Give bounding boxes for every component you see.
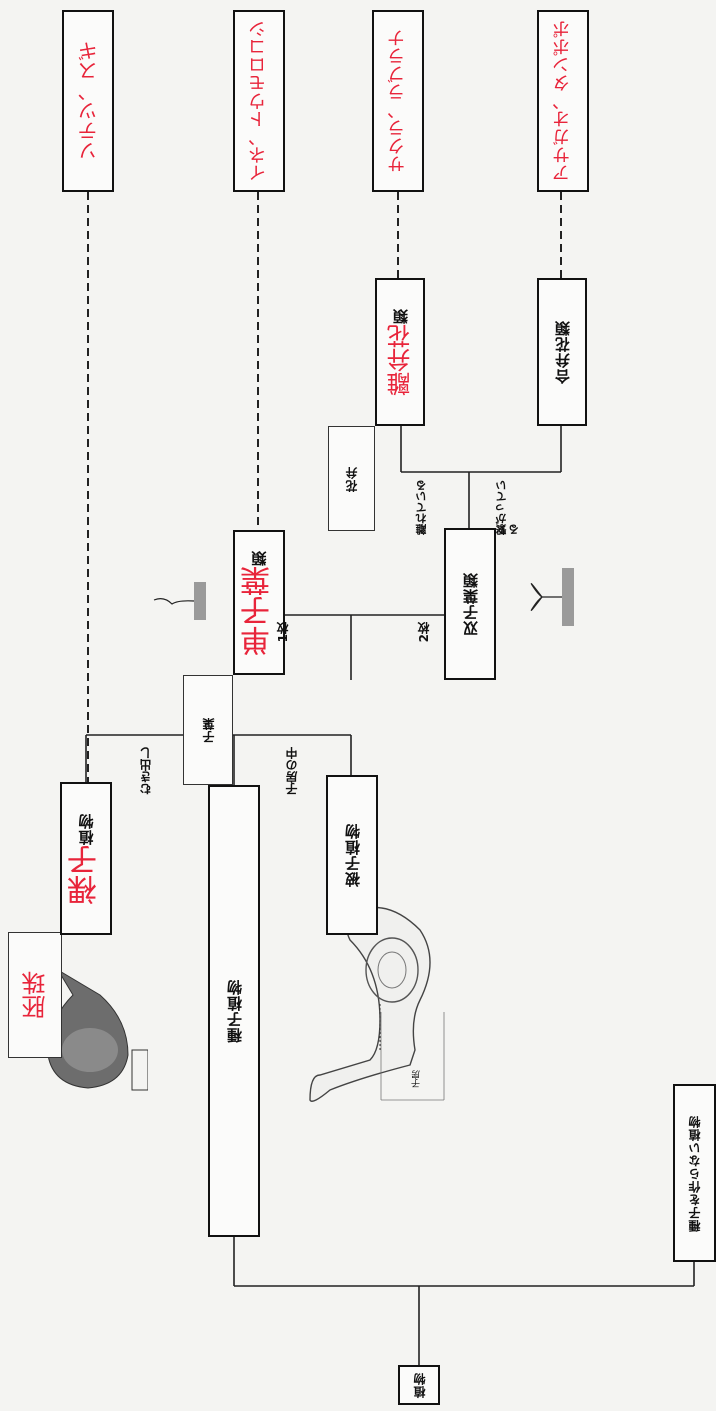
polypetal-box: 離弁花 類 xyxy=(375,278,425,426)
petal-box: 花弁 xyxy=(328,426,375,531)
gymnosperm-answer: 裸子 xyxy=(64,845,108,905)
gymno-examples-box: ソテツ、スギ xyxy=(62,10,114,192)
edge-two: 2枚 xyxy=(418,622,432,642)
edge-separate: 離れている xyxy=(416,480,446,535)
plant-box: 植物 xyxy=(398,1365,440,1405)
gymno-examples: ソテツ、スギ xyxy=(74,41,103,161)
gymnosperm-suffix: 植物 xyxy=(76,813,97,845)
edge-one: 1枚 xyxy=(277,622,291,642)
non-seed-plant-box: 種子を作らない植物 xyxy=(673,1084,716,1262)
polypetal-examples: サクラ、ラブラナ xyxy=(385,29,411,173)
sympetal-examples-box: アサガオ、タンポポ xyxy=(537,10,589,192)
edge-in-ovary: 子房の中 xyxy=(286,740,316,795)
monocot-suffix: 類 xyxy=(249,550,270,566)
angiosperm-label: 被子植物 xyxy=(342,823,363,887)
ovule-answer: 胚珠 xyxy=(18,971,53,1019)
ovule-answer-box: 胚珠 xyxy=(8,932,62,1058)
edge-exposed: むき出し xyxy=(140,740,168,795)
polypetal-answer: 離弁花 xyxy=(383,324,418,396)
monocot-box: 単子葉 類 xyxy=(233,530,285,675)
cotyledon-label: 子葉 xyxy=(200,717,217,743)
ovary-label: 子房 xyxy=(412,1070,422,1088)
monocot-answer: 単子葉 xyxy=(237,566,281,656)
edge-joined: 繋がっている xyxy=(496,480,526,535)
monocot-seedling-illustration xyxy=(150,578,212,622)
cotyledon-box: 子葉 xyxy=(183,675,233,785)
dicot-box: 双子葉類 xyxy=(444,528,496,680)
pistil-illustration: 子房 xyxy=(300,900,460,1130)
seed-plant-box: 種子植物 xyxy=(208,785,260,1237)
dicot-seedling-illustration xyxy=(518,564,582,630)
mono-examples: イネ、トウモロコシ xyxy=(246,20,272,182)
polypetal-suffix: 類 xyxy=(390,308,411,324)
petal-label: 花弁 xyxy=(343,466,360,492)
dicot-label: 双子葉類 xyxy=(460,572,481,636)
angiosperm-box: 被子植物 xyxy=(326,775,378,935)
gymnosperm-box: 裸子 植物 xyxy=(60,782,112,935)
non-seed-plant-label: 種子を作らない植物 xyxy=(686,1115,703,1232)
sympetal-examples: アサガオ、タンポポ xyxy=(550,20,576,182)
seed-plant-label: 種子植物 xyxy=(224,979,245,1043)
plant-label: 植物 xyxy=(411,1372,428,1398)
polypetal-examples-box: サクラ、ラブラナ xyxy=(372,10,424,192)
mono-examples-box: イネ、トウモロコシ xyxy=(233,10,285,192)
sympetal-label: 合弁花類 xyxy=(552,320,573,384)
sympetal-box: 合弁花類 xyxy=(537,278,587,426)
